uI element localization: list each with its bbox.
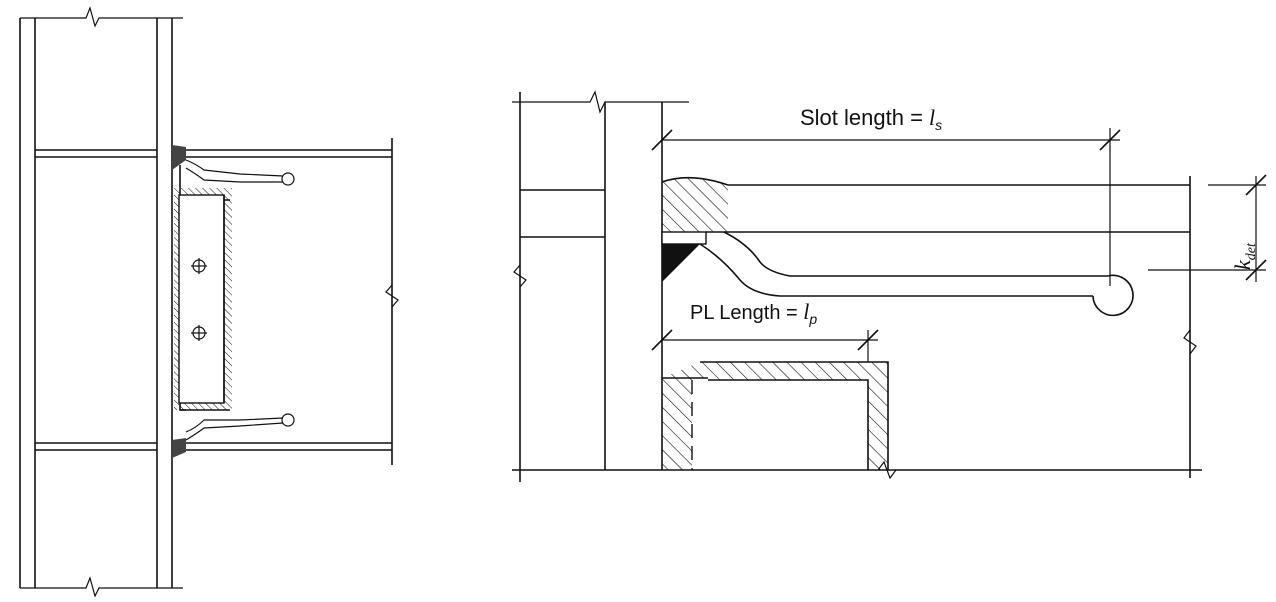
slot-length-dimension: Slot length = ls xyxy=(651,105,1121,286)
beam-detail xyxy=(661,176,1197,478)
k-det-dimension: kdet xyxy=(1148,174,1267,282)
slot-length-label: Slot length = ls xyxy=(800,105,942,133)
shear-plate xyxy=(174,188,232,410)
plate-length-label: PL Length = lp xyxy=(690,299,817,327)
column-detail xyxy=(512,90,1202,482)
flange-welds xyxy=(172,145,186,458)
plate-length-dimension: PL Length = lp xyxy=(651,299,879,362)
right-detail-view: Slot length = ls PL Length = lp kdet xyxy=(512,90,1267,482)
bolt-icon xyxy=(191,325,207,341)
shear-plate-detail xyxy=(662,361,897,480)
column xyxy=(19,6,183,598)
bolt-icon xyxy=(191,258,207,274)
left-elevation-view xyxy=(19,6,399,598)
k-det-label: kdet xyxy=(1230,242,1259,270)
